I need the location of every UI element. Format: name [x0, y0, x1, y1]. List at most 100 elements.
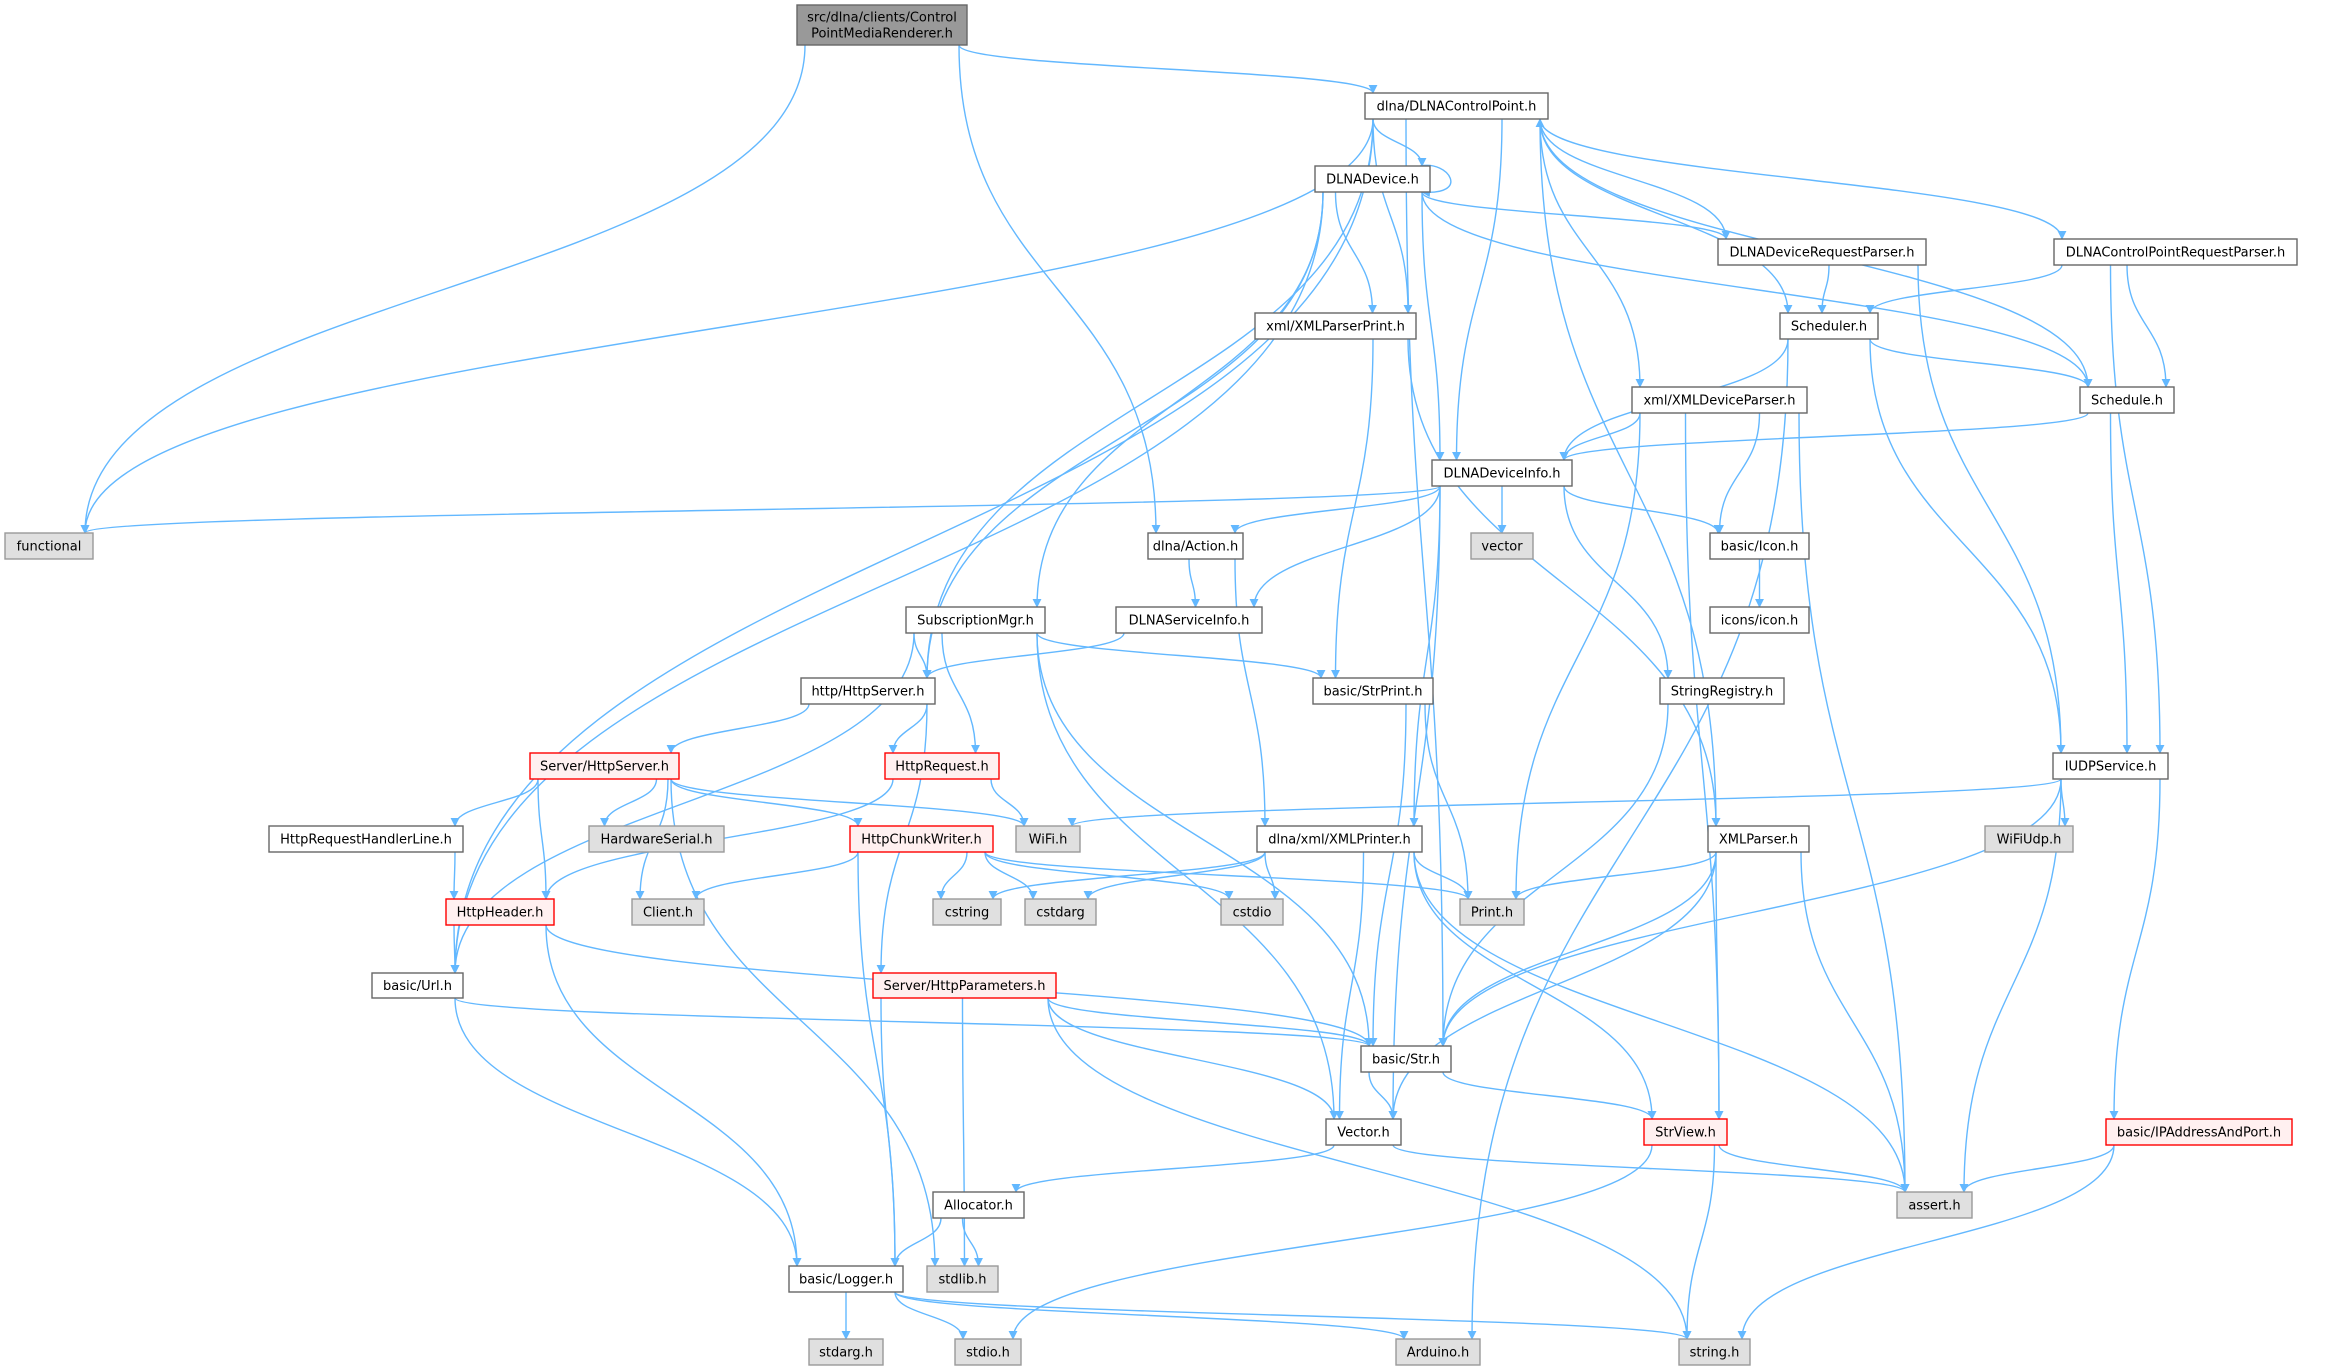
edge-chunk-to-cstdio [984, 851, 1234, 900]
edge-line [1563, 485, 1723, 534]
edge-vec-to-allocator [1011, 1144, 1335, 1193]
edge-params-to-vec [1047, 997, 1339, 1120]
node-info[interactable]: DLNADeviceInfo.h [1431, 459, 1573, 487]
node-label: Server/HttpParameters.h [883, 979, 1045, 994]
edge-schedule-to-info [1559, 412, 2089, 461]
node-xdp[interactable]: xml/XMLDeviceParser.h [1631, 386, 1808, 414]
edge-line [545, 924, 802, 1267]
node-box [954, 1338, 1022, 1366]
node-sub[interactable]: SubscriptionMgr.h [905, 606, 1046, 634]
node-root[interactable]: src/dlna/clients/ControlPointMediaRender… [796, 4, 968, 46]
node-box [588, 825, 725, 853]
node-strprint[interactable]: basic/StrPrint.h [1312, 677, 1434, 705]
node-iudp[interactable]: IUDPService.h [2052, 752, 2169, 780]
node-wifi: WiFi.h [1015, 825, 1081, 853]
edge-line [1413, 851, 1657, 1120]
node-box [1707, 825, 1810, 853]
node-action[interactable]: dlna/Action.h [1147, 532, 1244, 560]
edge-line [922, 118, 1374, 679]
edge-line [1067, 778, 2062, 827]
edge-xmlprinter-to-cstdarg [1083, 851, 1266, 900]
edge-chunk-to-cstring [936, 851, 968, 900]
node-chunk[interactable]: HttpChunkWriter.h [849, 825, 994, 853]
node-handlerline[interactable]: HttpRequestHandlerLine.h [268, 825, 464, 853]
edge-cp-to-xdp [1539, 118, 1645, 388]
node-box [1709, 532, 1810, 560]
edge-line [959, 997, 969, 1267]
node-svcinfo[interactable]: DLNAServiceInfo.h [1115, 606, 1263, 634]
edge-sub-to-vec [1036, 632, 1339, 1120]
node-label: basic/Str.h [1372, 1053, 1440, 1068]
edge-dev-to-drp [1421, 191, 1731, 240]
node-cstdarg: cstdarg [1024, 898, 1097, 926]
node-xmlprinter[interactable]: dlna/xml/XMLPrinter.h [1256, 825, 1423, 853]
node-shttpserver[interactable]: Server/HttpServer.h [529, 752, 680, 780]
node-vec[interactable]: Vector.h [1325, 1118, 1402, 1146]
edge-cp-to-url [450, 118, 1374, 974]
node-box [2053, 238, 2298, 266]
node-cprp[interactable]: DLNAControlPointRequestParser.h [2053, 238, 2298, 266]
node-label: DLNAControlPointRequestParser.h [2066, 246, 2286, 261]
edge-line [1036, 632, 1339, 1120]
edge-dev-to-sub [1032, 191, 1324, 608]
node-ipaddr[interactable]: basic/IPAddressAndPort.h [2105, 1118, 2293, 1146]
edge-vec-to-assert [1392, 1144, 1910, 1193]
node-logger[interactable]: basic/Logger.h [788, 1265, 904, 1293]
node-str[interactable]: basic/Str.h [1360, 1045, 1452, 1073]
node-allocator[interactable]: Allocator.h [932, 1191, 1025, 1219]
edge-dev-to-info [1421, 191, 1445, 461]
edge-ipaddr-to-stringh [1737, 1144, 2115, 1340]
node-schedule[interactable]: Schedule.h [2079, 386, 2175, 414]
edge-line [922, 191, 1324, 679]
edge-line [1264, 851, 1280, 900]
edge-str-to-strview [1442, 1071, 1657, 1120]
node-label: WiFi.h [1029, 833, 1068, 848]
edge-line [1539, 118, 1793, 314]
edge-xmlprinter-to-cstring [988, 851, 1266, 900]
edge-ipaddr-to-assert [1959, 1144, 2115, 1193]
edge-xpp-to-xmlparser [1407, 338, 1721, 827]
edge-line [1467, 338, 1789, 1340]
node-drp[interactable]: DLNADeviceRequestParser.h [1717, 238, 1927, 266]
node-label: basic/Icon.h [1721, 540, 1799, 555]
edge-line [1869, 338, 2066, 754]
node-httpserver[interactable]: http/HttpServer.h [800, 677, 936, 705]
edge-allocator-to-stdlib [961, 1217, 983, 1267]
node-strreg[interactable]: StringRegistry.h [1659, 677, 1785, 705]
node-strview[interactable]: StrView.h [1643, 1118, 1728, 1146]
node-xmlparser[interactable]: XMLParser.h [1707, 825, 1810, 853]
node-scheduler[interactable]: Scheduler.h [1779, 312, 1879, 340]
node-xpp[interactable]: xml/XMLParserPrint.h [1254, 312, 1417, 340]
node-label: basic/Logger.h [799, 1273, 893, 1288]
node-params[interactable]: Server/HttpParameters.h [872, 972, 1057, 999]
node-httpheader[interactable]: HttpHeader.h [445, 898, 555, 926]
edge-iudp-to-ipaddr [2109, 778, 2161, 1120]
edge-drp-to-cp [1535, 118, 1727, 240]
edge-line [80, 44, 806, 534]
node-box [1314, 165, 1431, 193]
node-url[interactable]: basic/Url.h [371, 972, 464, 999]
node-box [631, 898, 705, 926]
node-box [1779, 312, 1879, 340]
edge-line [1817, 264, 1830, 314]
edge-line [1249, 485, 1441, 608]
node-label: HttpChunkWriter.h [861, 833, 981, 848]
node-label: Schedule.h [2091, 394, 2163, 409]
edge-chunk-to-logger [857, 851, 900, 1267]
node-iconsicon[interactable]: icons/icon.h [1709, 606, 1810, 634]
edge-xmlprinter-to-strview [1413, 851, 1657, 1120]
edge-line [890, 1217, 942, 1267]
node-cp[interactable]: dlna/DLNAControlPoint.h [1364, 92, 1549, 120]
node-box [1325, 1118, 1402, 1146]
node-cstdio: cstdio [1220, 898, 1284, 926]
edge-line [1032, 191, 1324, 608]
node-icon[interactable]: basic/Icon.h [1709, 532, 1810, 560]
node-label: stdlib.h [939, 1273, 987, 1288]
node-httprequest[interactable]: HttpRequest.h [884, 752, 1000, 780]
edge-strprint-to-print [1424, 703, 1473, 900]
node-box [268, 825, 464, 853]
node-dev[interactable]: DLNADevice.h [1314, 165, 1431, 193]
edge-chunk-to-print [984, 851, 1473, 900]
edge-line [454, 997, 1374, 1047]
node-hwserial: HardwareSerial.h [588, 825, 725, 853]
